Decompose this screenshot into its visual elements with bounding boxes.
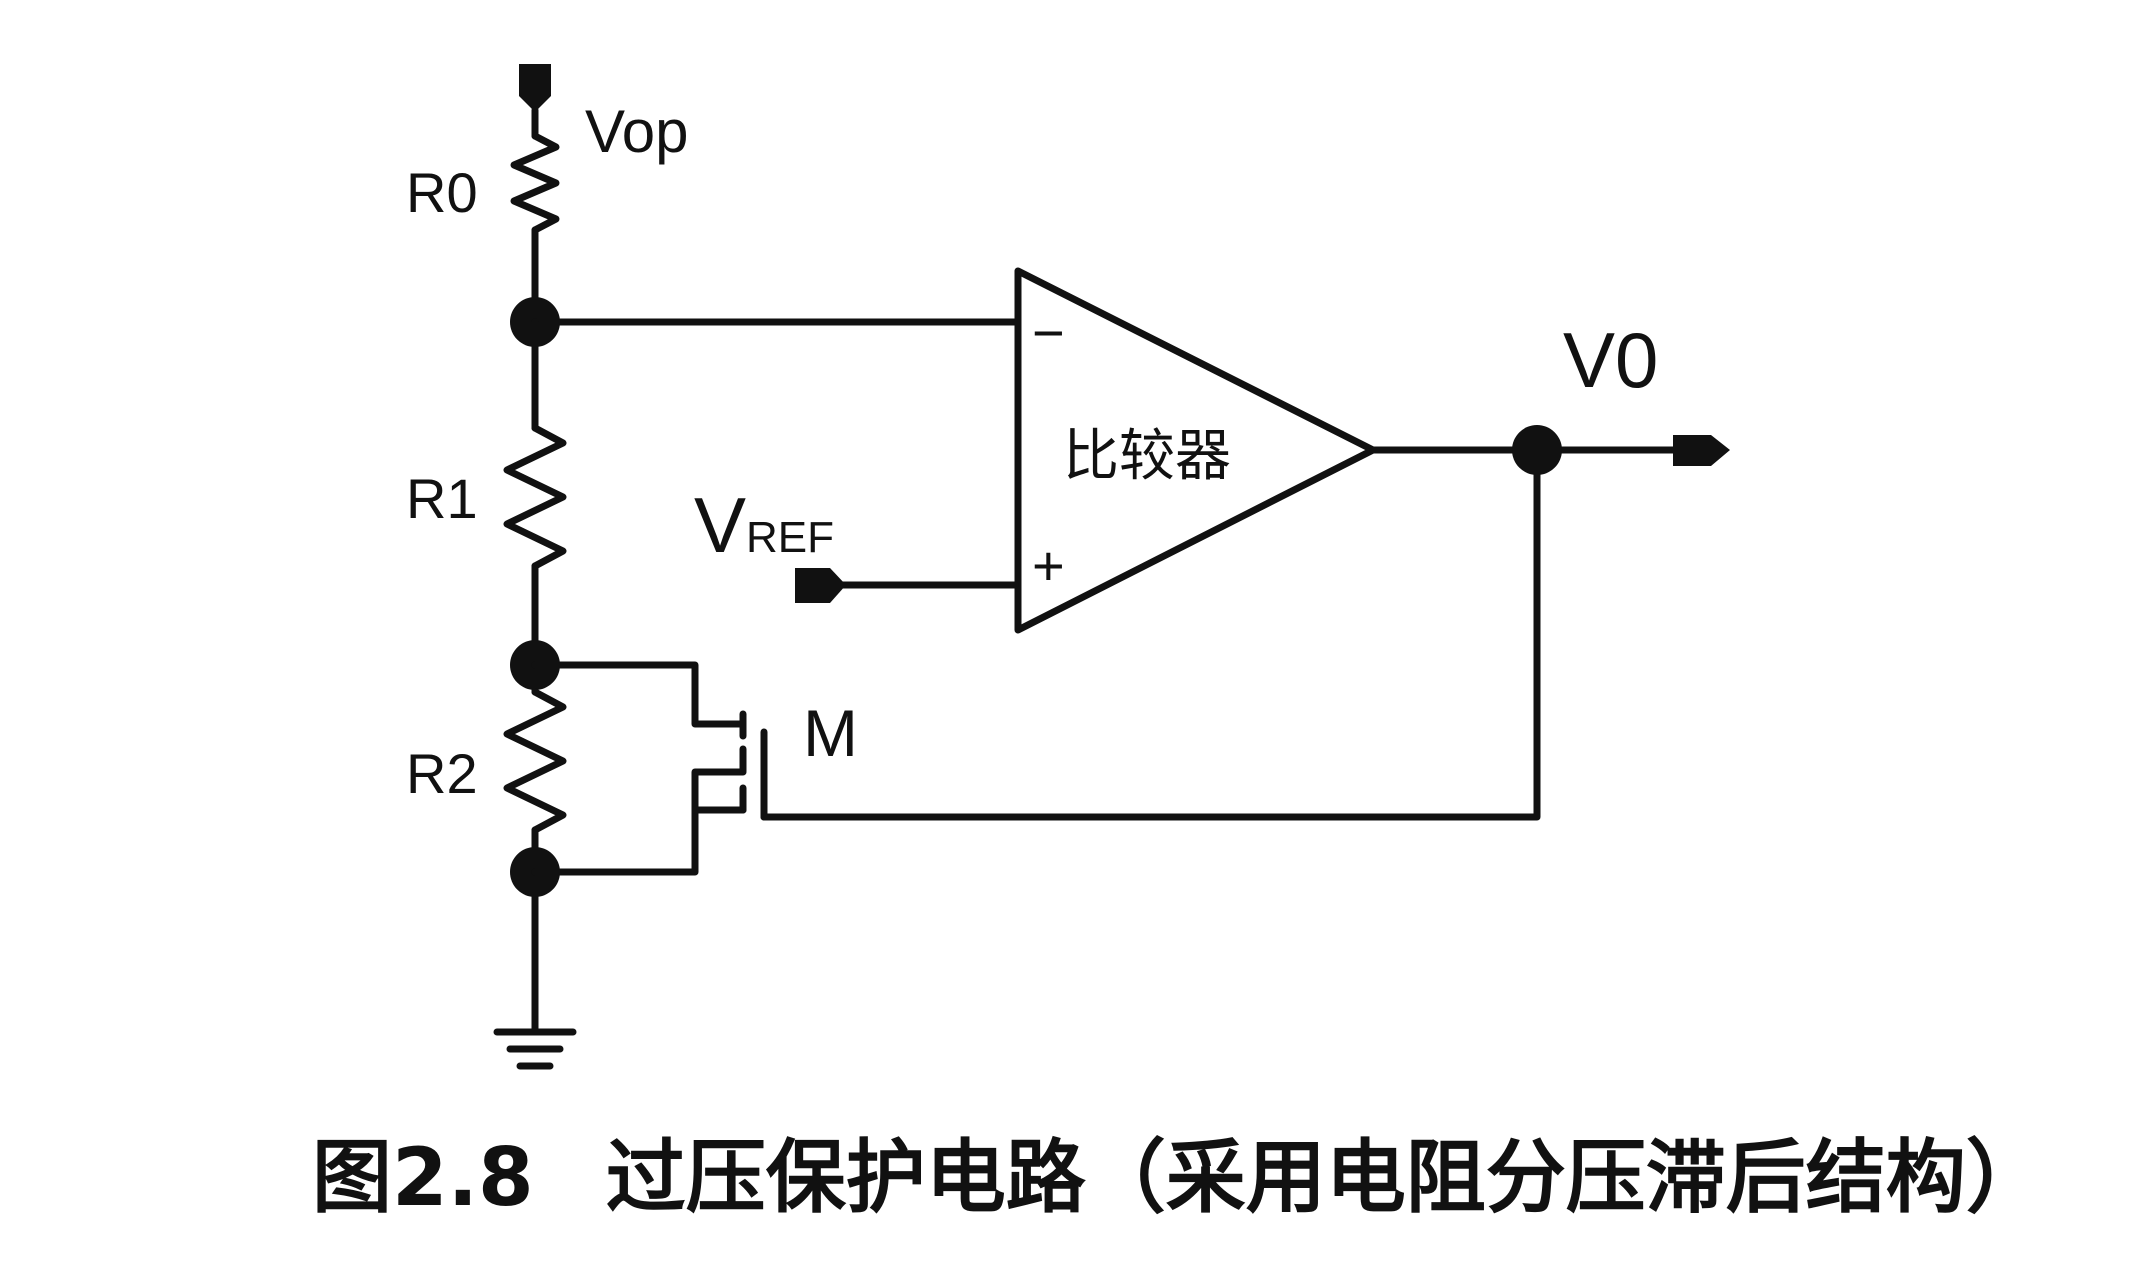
ground-icon xyxy=(493,1028,577,1070)
caption-title: 过压保护电路（采用电阻分压滞后结构） xyxy=(606,1131,2046,1224)
resistor-r2 xyxy=(503,688,567,834)
label-vref: VREF xyxy=(694,481,834,569)
mosfet-m xyxy=(531,446,1541,876)
label-v0: V0 xyxy=(1563,316,1658,404)
label-r1: R1 xyxy=(406,467,478,530)
resistor-r1 xyxy=(503,424,567,570)
label-m: M xyxy=(803,696,858,770)
vref-terminal xyxy=(795,568,846,603)
label-comparator: 比较器 xyxy=(1063,424,1231,487)
label-vref-main: V xyxy=(694,481,746,569)
label-r0: R0 xyxy=(406,161,478,224)
vop-terminal xyxy=(519,64,551,112)
caption-number: 图2.8 xyxy=(312,1131,534,1224)
label-vref-sub: REF xyxy=(746,513,834,562)
v0-terminal xyxy=(1673,435,1730,466)
label-r2: R2 xyxy=(406,742,478,805)
label-minus: − xyxy=(1032,301,1065,364)
figure-caption: 图2.8 过压保护电路（采用电阻分压滞后结构） xyxy=(312,1131,2046,1224)
comparator xyxy=(1014,267,1377,634)
resistor-r0 xyxy=(510,132,560,234)
label-vop: Vop xyxy=(585,98,688,165)
label-plus: + xyxy=(1032,534,1065,597)
junction-output xyxy=(1512,425,1562,475)
